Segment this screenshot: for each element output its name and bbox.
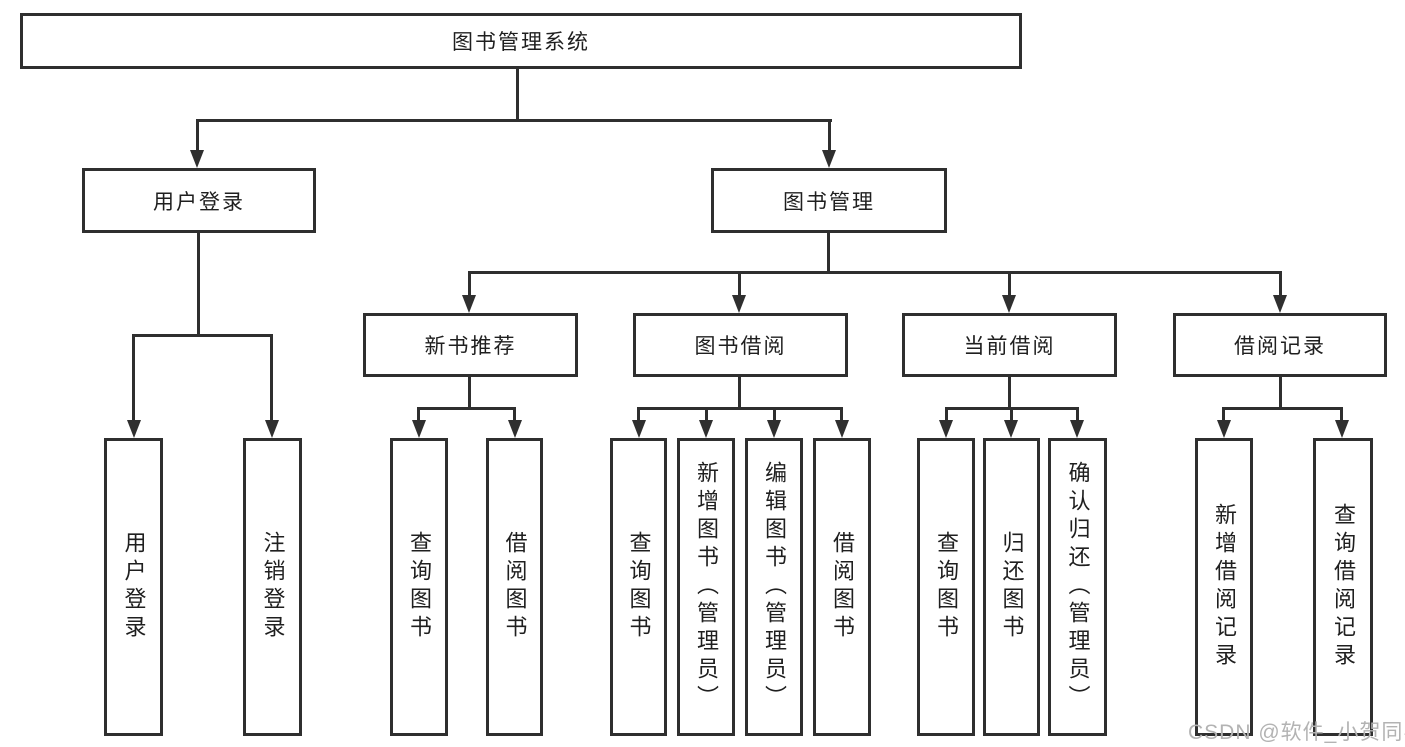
arrow-down-icon [822,150,836,168]
arrow-down-icon [939,420,953,438]
node-book-borrowing: 图书借阅 [633,313,848,377]
edge-to-leaf-logout-shaft [270,334,273,422]
edge-leaf-shaft [637,407,640,422]
leaf-add-borrow-record-label: 新增借阅记录 [1212,503,1237,671]
arrow-down-icon [767,420,781,438]
edge-to-current-shaft [1008,271,1011,297]
arrow-down-icon [699,420,713,438]
edge-borrowing-stem [738,377,741,410]
edge-leaf-shaft [705,407,708,422]
leaf-confirm-return-admin: 确认归还（管理员） [1048,438,1107,736]
leaf-query-books-current-label: 查询图书 [934,531,959,643]
node-user-login-module: 用户登录 [82,168,316,233]
edge-root-stem [516,69,519,120]
leaf-return-books: 归还图书 [983,438,1040,736]
edge-leaf-shaft [1010,407,1013,422]
edge-to-leaf-user-login-shaft [132,334,135,422]
leaf-edit-books-admin: 编辑图书（管理员） [745,438,803,736]
edge-recommend-stem [468,377,471,410]
arrow-down-icon [462,295,476,313]
arrow-down-icon [508,420,522,438]
leaf-user-login-label: 用户登录 [121,531,147,643]
edge-records-stem [1279,377,1282,410]
arrow-down-icon [412,420,426,438]
edge-root-to-user-login-shaft [196,119,199,152]
leaf-add-borrow-record: 新增借阅记录 [1195,438,1253,736]
leaf-query-books-recommend-label: 查询图书 [407,531,432,643]
edge-user-login-stem [197,233,200,337]
node-book-management-module-label: 图书管理 [783,190,875,214]
edge-records-crossbar [1222,407,1343,410]
leaf-query-books-borrowing-label: 查询图书 [626,531,652,643]
edge-leaf-shaft [773,407,776,422]
arrow-down-icon [1070,420,1084,438]
edge-leaf-shaft [1340,407,1343,422]
edge-leaf-shaft [417,407,420,422]
edge-leaf-shaft [513,407,516,422]
leaf-user-login: 用户登录 [104,438,163,736]
leaf-query-borrow-record-label: 查询借阅记录 [1331,503,1356,671]
edge-root-to-book-mgmt-shaft [828,119,831,152]
leaf-query-books-recommend: 查询图书 [390,438,448,736]
edge-leaf-shaft [1076,407,1079,422]
edge-root-crossbar [196,119,832,122]
arrow-down-icon [1217,420,1231,438]
leaf-edit-books-admin-label: 编辑图书（管理员） [762,461,787,713]
node-book-borrowing-label: 图书借阅 [694,335,787,358]
leaf-logout: 注销登录 [243,438,302,736]
edge-leaf-shaft [945,407,948,422]
arrow-down-icon [1002,295,1016,313]
edge-borrowing-crossbar [637,407,843,410]
leaf-borrow-books-recommend-label: 借阅图书 [502,531,528,643]
node-root-system: 图书管理系统 [20,13,1022,69]
node-user-login-module-label: 用户登录 [153,190,245,214]
leaf-return-books-label: 归还图书 [999,531,1025,643]
edge-user-login-crossbar [132,334,273,337]
leaf-borrow-books-borrowing-label: 借阅图书 [830,531,855,643]
edge-recommend-crossbar [417,407,516,410]
arrow-down-icon [632,420,646,438]
leaf-add-books-admin: 新增图书（管理员） [677,438,735,736]
leaf-query-books-borrowing: 查询图书 [610,438,667,736]
edge-to-borrowing-shaft [738,271,741,297]
node-borrowing-records: 借阅记录 [1173,313,1387,377]
arrow-down-icon [265,420,279,438]
edge-leaf-shaft [1222,407,1225,422]
leaf-borrow-books-recommend: 借阅图书 [486,438,543,736]
leaf-confirm-return-admin-label: 确认归还（管理员） [1065,461,1091,713]
arrow-down-icon [127,420,141,438]
node-book-management-module: 图书管理 [711,168,947,233]
leaf-logout-label: 注销登录 [260,531,286,643]
node-new-book-recommendation: 新书推荐 [363,313,578,377]
edge-to-records-shaft [1279,271,1282,297]
node-current-borrowing: 当前借阅 [902,313,1117,377]
edge-current-stem [1008,377,1011,410]
arrow-down-icon [1335,420,1349,438]
edge-book-mgmt-crossbar [468,271,1282,274]
csdn-watermark: CSDN @软件_小贺同学 [1188,721,1405,744]
leaf-query-books-current: 查询图书 [917,438,975,736]
edge-book-mgmt-stem [827,233,830,274]
node-current-borrowing-label: 当前借阅 [963,335,1056,358]
edge-to-recommend-shaft [468,271,471,297]
node-new-book-recommendation-label: 新书推荐 [424,335,517,358]
leaf-borrow-books-borrowing: 借阅图书 [813,438,871,736]
node-borrowing-records-label: 借阅记录 [1234,335,1326,358]
arrow-down-icon [190,150,204,168]
arrow-down-icon [732,295,746,313]
arrow-down-icon [835,420,849,438]
edge-leaf-shaft [840,407,843,422]
leaf-add-books-admin-label: 新增图书（管理员） [694,461,719,713]
arrow-down-icon [1004,420,1018,438]
node-root-system-label: 图书管理系统 [452,31,590,54]
arrow-down-icon [1273,295,1287,313]
leaf-query-borrow-record: 查询借阅记录 [1313,438,1373,736]
